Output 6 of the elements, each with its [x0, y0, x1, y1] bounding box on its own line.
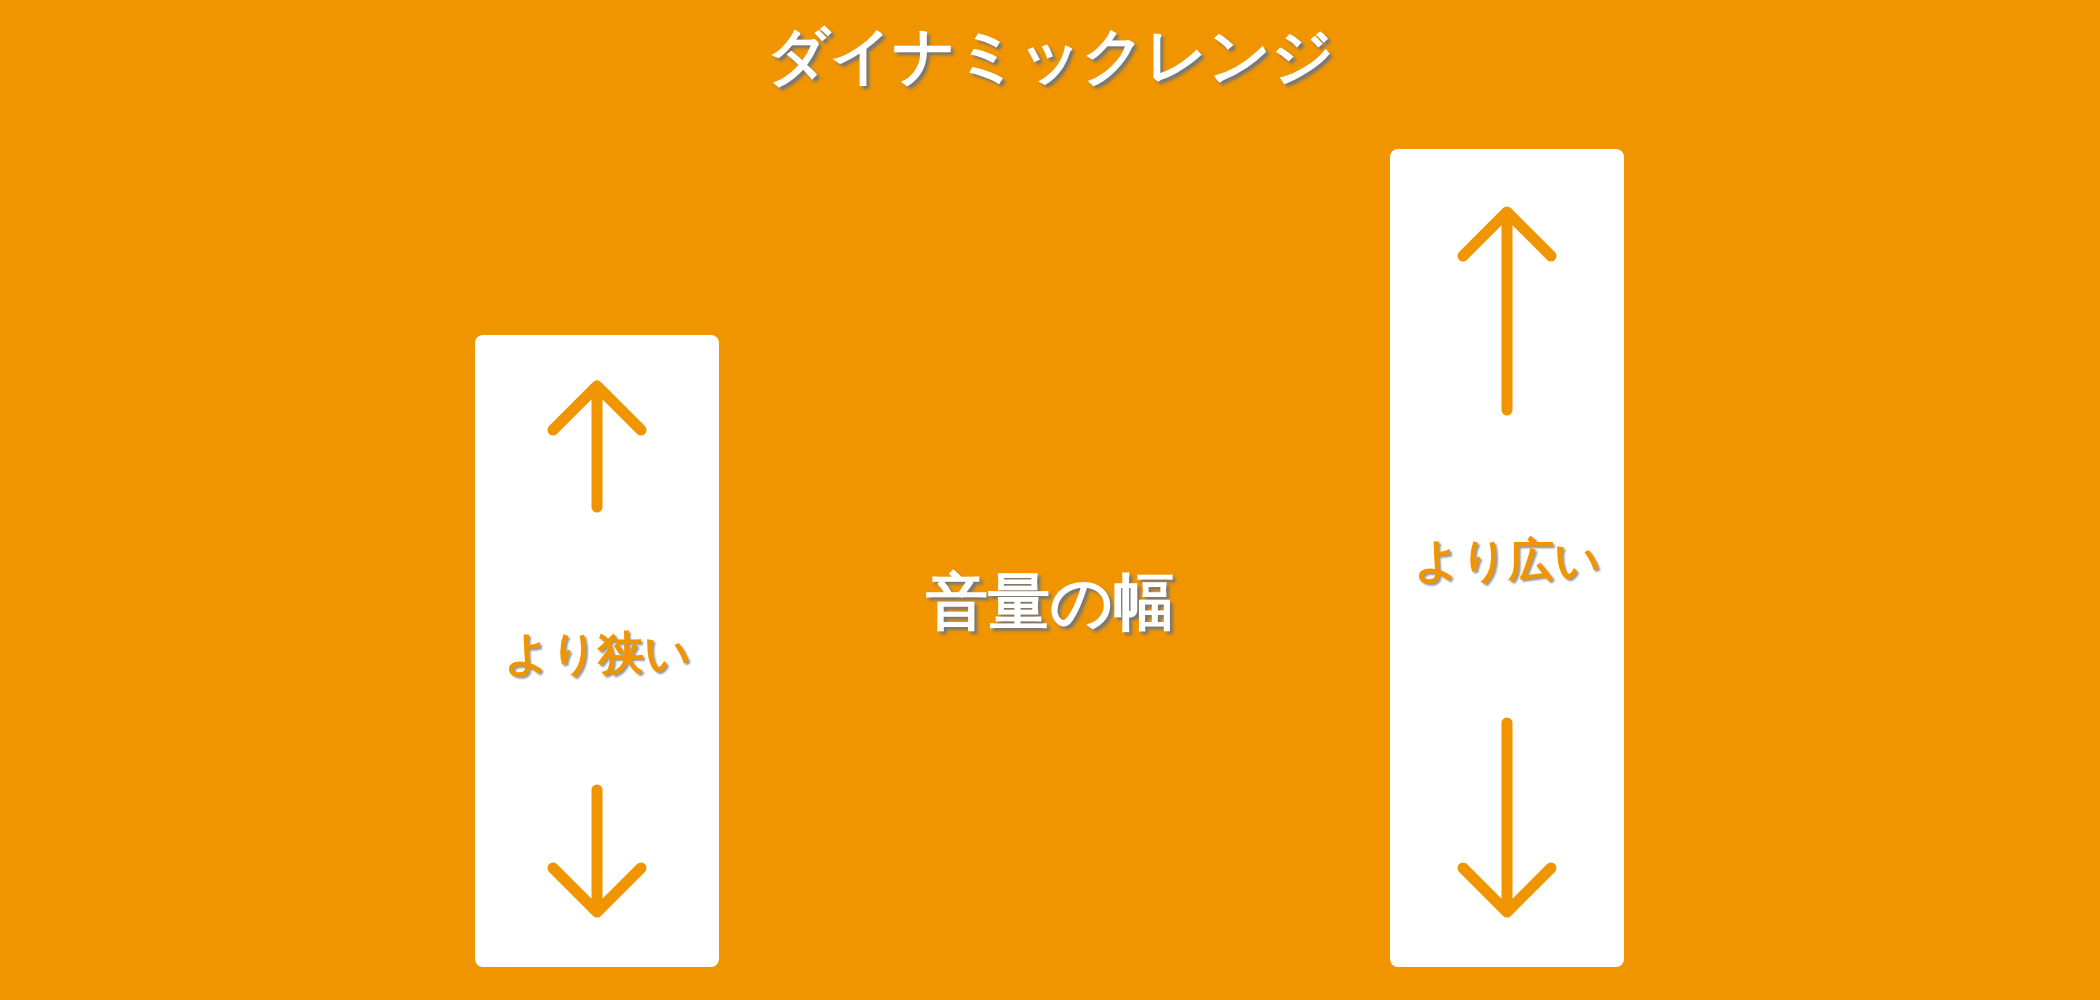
bar-label: より広い	[1412, 532, 1602, 589]
range-bar	[1390, 149, 1624, 967]
axis-label: 音量の幅	[924, 564, 1176, 640]
range-bar	[475, 335, 719, 967]
title: ダイナミックレンジ	[765, 18, 1335, 94]
bar-label: より狭い	[502, 625, 692, 682]
